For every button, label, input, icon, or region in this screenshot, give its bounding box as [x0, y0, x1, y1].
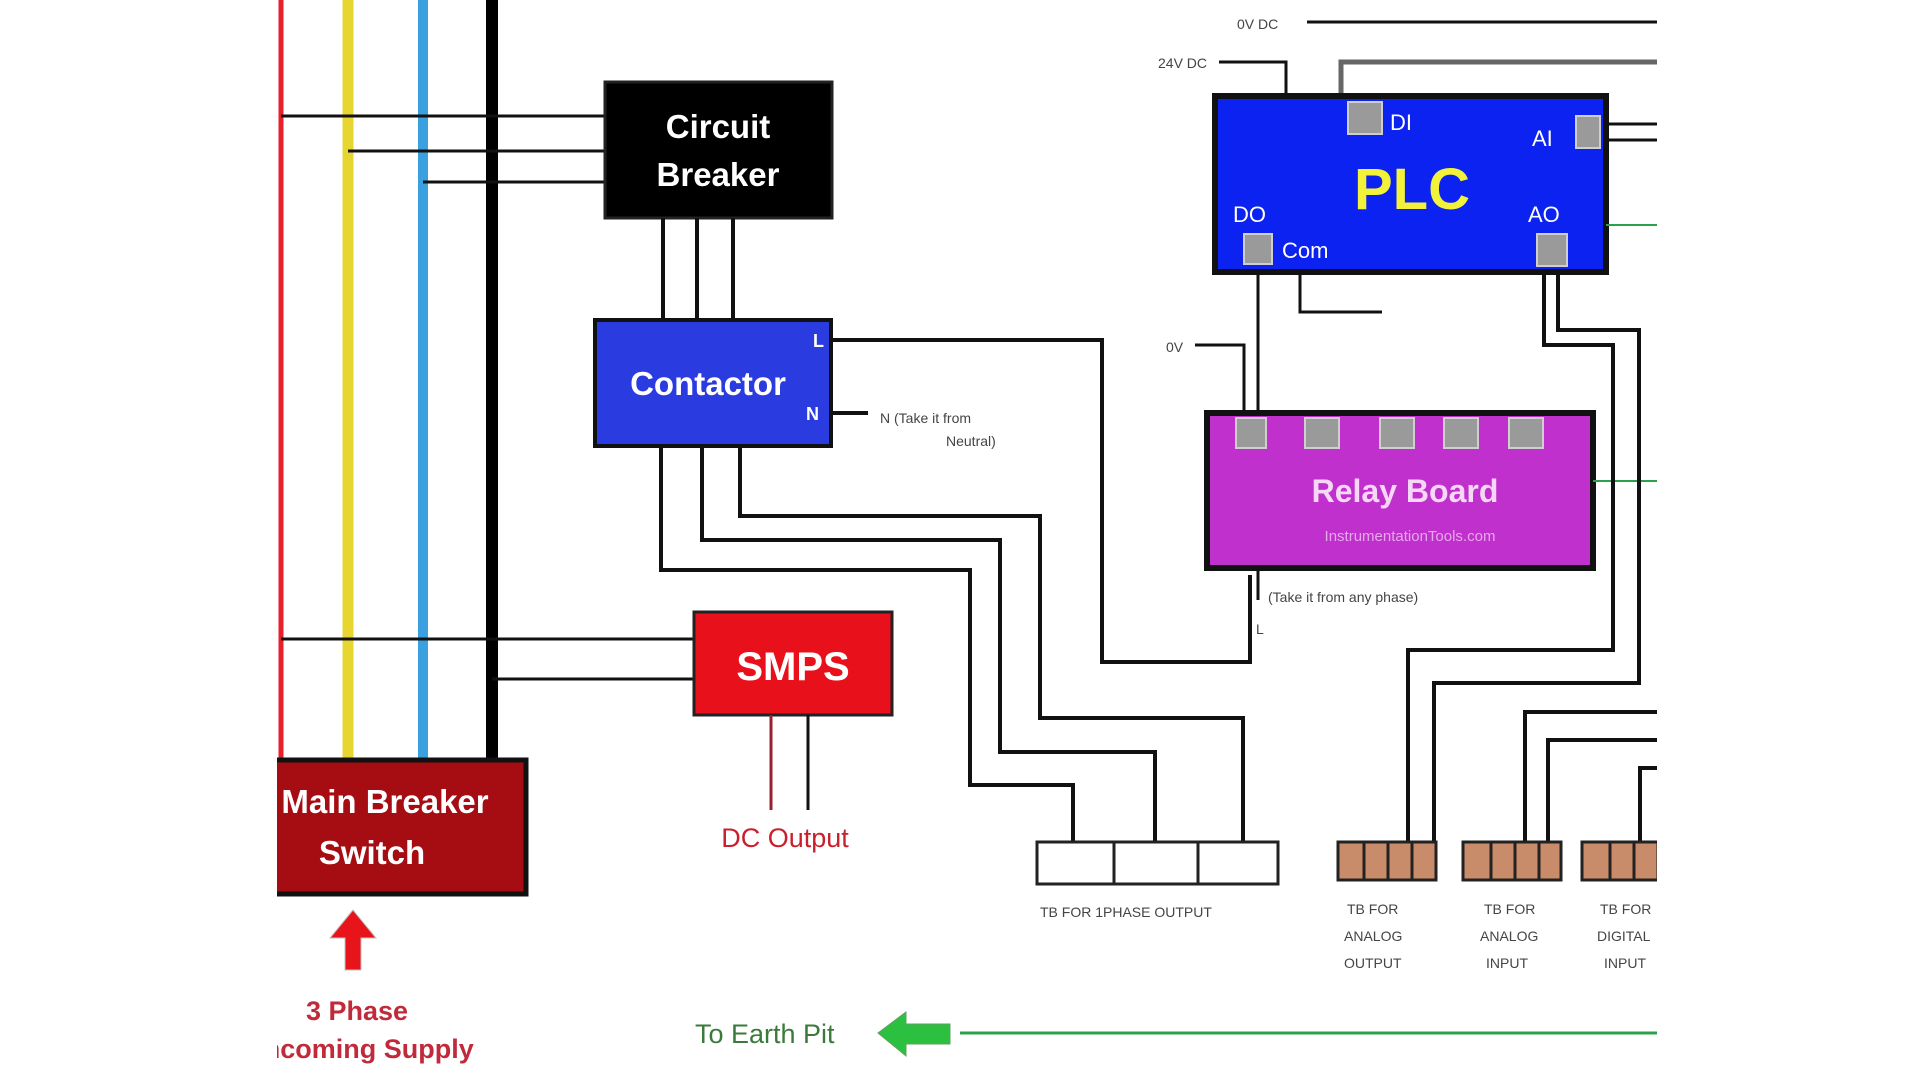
plc-do-label: DO	[1233, 202, 1266, 227]
relay-terminal-3	[1379, 417, 1415, 449]
dc-output-label: DC Output	[721, 823, 849, 853]
plc-block: PLC DI AI DO AO Com	[1212, 93, 1609, 275]
tb-di-label-1: TB FOR	[1600, 901, 1651, 917]
main-breaker-label-1: Main Breaker	[281, 783, 488, 820]
plc-ao-label: AO	[1528, 202, 1560, 227]
wire-24v-dc	[1219, 60, 1288, 96]
plc-di-label: DI	[1390, 110, 1412, 135]
smps-block: SMPS	[692, 610, 894, 717]
wire-di-tb-1	[1638, 766, 1657, 845]
tb-ai-label-3: INPUT	[1486, 955, 1528, 971]
neutral-note-2: Neutral)	[946, 433, 996, 449]
plc-label: PLC	[1354, 157, 1470, 222]
tb-analog-input	[1461, 840, 1563, 882]
plc-ai-label: AI	[1532, 126, 1553, 151]
relay-terminal-2	[1304, 417, 1340, 449]
contactor-label: Contactor	[630, 365, 786, 402]
twenty-four-v-dc-label: 24V DC	[1158, 55, 1207, 71]
relay-board-watermark: InstrumentationTools.com	[1325, 528, 1496, 545]
wire-ao-2	[1432, 272, 1641, 845]
plc-do-terminal	[1243, 233, 1273, 265]
wire-contactor-l-to-relay	[831, 338, 1252, 664]
tb-ao-label-2: ANALOG	[1344, 928, 1402, 944]
main-breaker-label-2: Switch	[319, 834, 425, 871]
phase-note: (Take it from any phase)	[1268, 589, 1418, 605]
tb-di-label-3: INPUT	[1604, 955, 1646, 971]
relay-terminal-5	[1508, 417, 1544, 449]
tb-ai-label-2: ANALOG	[1480, 928, 1538, 944]
plc-di-terminal	[1347, 101, 1383, 135]
relay-terminal-4	[1443, 417, 1479, 449]
incoming-label-1: 3 Phase	[306, 996, 408, 1026]
circuit-breaker-label-2: Breaker	[657, 156, 780, 193]
earth-pit-label: To Earth Pit	[695, 1019, 835, 1049]
plc-ai-terminal	[1575, 115, 1601, 149]
tb-ao-label-3: OUTPUT	[1344, 955, 1402, 971]
wire-contactor-out-1	[659, 446, 1075, 850]
wire-plc-com	[1298, 272, 1382, 314]
incoming-supply-arrow-icon	[328, 909, 378, 971]
plc-ao-terminal	[1536, 233, 1568, 267]
earth-arrow-icon	[877, 1011, 951, 1058]
wire-0v-to-relay	[1195, 343, 1246, 420]
zero-v-label: 0V	[1166, 339, 1184, 355]
relay-board-block: Relay Board InstrumentationTools.com	[1204, 410, 1596, 571]
wire-ao-1	[1406, 272, 1615, 845]
wire-contactor-out-3	[738, 446, 1245, 850]
tb-di-label-2: DIGITAL	[1597, 928, 1651, 944]
wire-ai-tb-1	[1523, 710, 1657, 845]
tb-analog-output	[1336, 840, 1438, 882]
contactor-block: Contactor L N	[593, 318, 833, 448]
smps-label: SMPS	[736, 645, 849, 689]
tb-1phase-label: TB FOR 1PHASE OUTPUT	[1040, 904, 1212, 920]
incoming-label-2: Incoming Supply	[256, 1034, 474, 1064]
main-breaker-switch-block: Main Breaker Switch	[277, 757, 529, 897]
plc-com-label: Com	[1282, 238, 1328, 263]
wire-di-common	[1338, 59, 1657, 96]
l-label: L	[1256, 621, 1264, 637]
contactor-terminal-l: L	[813, 331, 824, 351]
relay-board-label: Relay Board	[1312, 473, 1499, 509]
contactor-terminal-n: N	[806, 404, 819, 424]
circuit-breaker-block: Circuit Breaker	[603, 80, 834, 220]
tb-digital-input	[1580, 840, 1657, 882]
circuit-breaker-label-1: Circuit	[666, 108, 771, 145]
wire-ai-tb-2	[1546, 738, 1657, 845]
neutral-note-1: N (Take it from	[880, 410, 971, 426]
zero-v-dc-label: 0V DC	[1237, 16, 1278, 32]
tb-ao-label-1: TB FOR	[1347, 901, 1398, 917]
relay-terminal-1	[1235, 417, 1267, 449]
tb-1phase-output	[1035, 840, 1280, 886]
wire-contactor-out-2	[700, 446, 1157, 850]
tb-ai-label-1: TB FOR	[1484, 901, 1535, 917]
